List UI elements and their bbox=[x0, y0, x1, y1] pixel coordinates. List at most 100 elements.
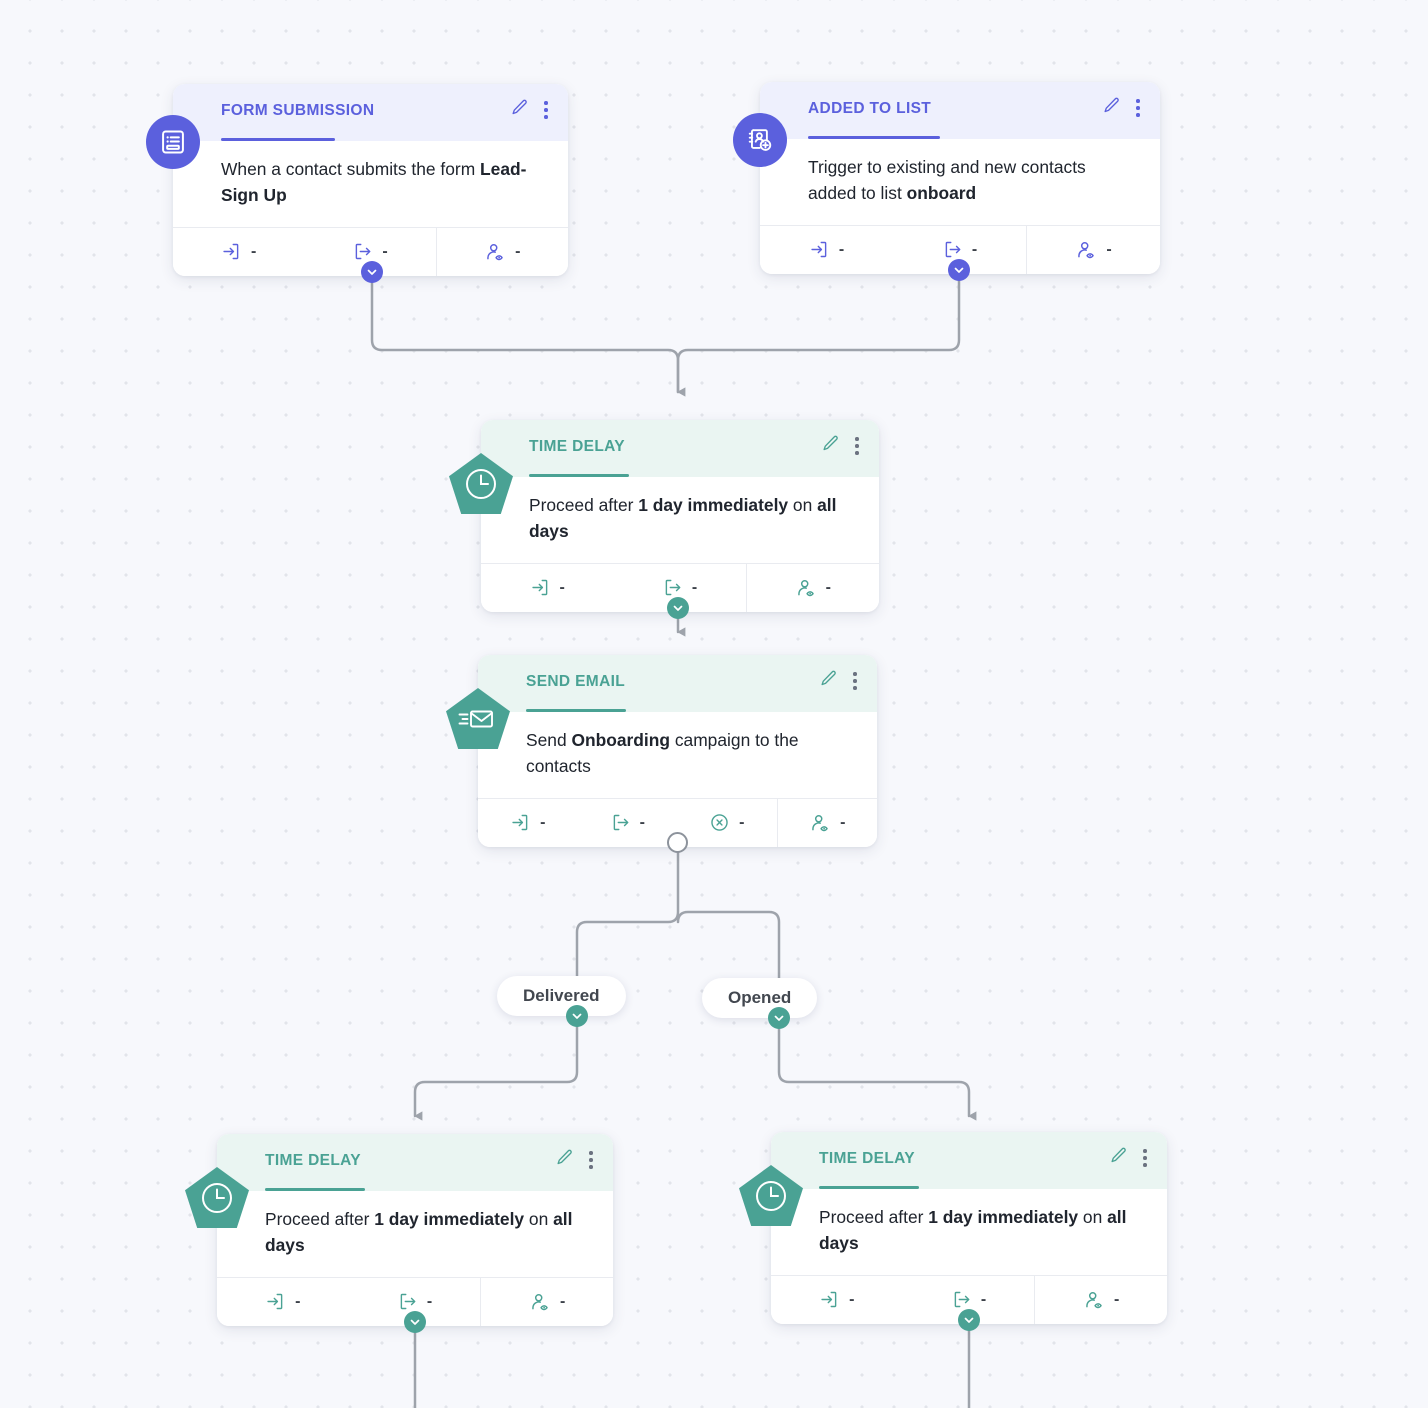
stat-contacts-entered[interactable]: - bbox=[481, 564, 613, 612]
node-title: SEND EMAIL bbox=[526, 673, 626, 690]
clock-icon bbox=[184, 1166, 250, 1229]
pencil-icon[interactable] bbox=[510, 98, 529, 122]
person-viewed-icon bbox=[487, 243, 503, 260]
node-description: Proceed after 1 day immediately on all d… bbox=[771, 1189, 1167, 1275]
send-email-icon bbox=[445, 687, 511, 750]
stat-contacts-entered[interactable]: - bbox=[478, 799, 578, 847]
enter-arrow-icon bbox=[811, 241, 827, 258]
node-title: FORM SUBMISSION bbox=[221, 102, 375, 119]
exit-arrow-icon bbox=[945, 241, 961, 258]
exit-arrow-icon bbox=[613, 814, 628, 831]
stat-contacts-exited[interactable]: - bbox=[578, 799, 678, 847]
exit-arrow-icon bbox=[400, 1293, 416, 1310]
stat-value: - bbox=[980, 1290, 987, 1308]
node-time-delay-delivered[interactable]: TIME DELAY Proceed after 1 day immediate… bbox=[185, 1134, 613, 1333]
node-header: FORM SUBMISSION bbox=[173, 84, 568, 141]
desc-prefix: Send bbox=[526, 730, 572, 750]
add-step-handle-form-submission[interactable] bbox=[361, 261, 383, 283]
stat-value: - bbox=[849, 1290, 855, 1308]
title-accent-bar bbox=[819, 1185, 919, 1189]
desc-strong: 1 day immediately bbox=[928, 1207, 1079, 1227]
stat-value: - bbox=[1114, 1290, 1120, 1308]
enter-arrow-icon bbox=[512, 814, 528, 831]
stat-value: - bbox=[540, 813, 546, 831]
desc-strong2: all days bbox=[529, 495, 837, 541]
person-viewed-icon bbox=[797, 579, 814, 596]
node-description: Proceed after 1 day immediately on all d… bbox=[217, 1191, 613, 1277]
desc-strong2: all days bbox=[819, 1207, 1127, 1253]
desc-strong: onboard bbox=[906, 182, 977, 203]
stat-contacts-viewed[interactable]: - bbox=[480, 1277, 613, 1326]
stat-value: - bbox=[559, 578, 565, 596]
node-form-submission[interactable]: FORM SUBMISSION When a contact submits t… bbox=[146, 84, 568, 283]
chevron-down-icon bbox=[954, 267, 964, 273]
desc-mid: on bbox=[524, 1209, 554, 1229]
desc-prefix: Proceed after bbox=[819, 1207, 929, 1227]
title-accent-bar bbox=[529, 473, 629, 477]
enter-arrow-icon bbox=[821, 1291, 837, 1308]
node-title: TIME DELAY bbox=[819, 1150, 915, 1167]
branch-label: Delivered bbox=[523, 986, 600, 1005]
pencil-icon[interactable] bbox=[819, 669, 838, 693]
stat-contacts-exited[interactable]: - bbox=[613, 564, 745, 612]
node-description: When a contact submits the form Lead-Sig… bbox=[173, 141, 568, 227]
add-step-handle-delivered[interactable] bbox=[566, 1005, 588, 1027]
stat-contacts-exited[interactable]: - bbox=[893, 226, 1026, 274]
pencil-icon[interactable] bbox=[555, 1148, 574, 1172]
node-time-delay-main[interactable]: TIME DELAY Proceed after 1 day immediate… bbox=[449, 420, 879, 619]
add-step-handle-added-to-list[interactable] bbox=[948, 259, 970, 281]
chevron-down-icon bbox=[410, 1319, 420, 1325]
branch-pill-delivered[interactable]: Delivered bbox=[497, 976, 626, 1016]
node-description: Proceed after 1 day immediately on all d… bbox=[481, 477, 879, 563]
stat-value: - bbox=[739, 813, 745, 831]
node-stats: - - - bbox=[217, 1276, 613, 1326]
pencil-icon[interactable] bbox=[1109, 1146, 1128, 1170]
more-vertical-icon[interactable] bbox=[541, 99, 551, 121]
stat-contacts-failed[interactable]: - bbox=[677, 799, 777, 847]
pencil-icon[interactable] bbox=[1102, 96, 1121, 120]
add-step-handle-time-delay-main[interactable] bbox=[667, 597, 689, 619]
form-list-icon bbox=[146, 115, 200, 169]
more-vertical-icon[interactable] bbox=[852, 435, 862, 457]
stat-contacts-exited[interactable]: - bbox=[304, 228, 435, 276]
add-step-handle-opened[interactable] bbox=[768, 1007, 790, 1029]
desc-prefix: Proceed after bbox=[265, 1209, 375, 1229]
desc-mid: on bbox=[788, 495, 818, 515]
branch-pill-opened[interactable]: Opened bbox=[702, 978, 818, 1018]
stat-contacts-entered[interactable]: - bbox=[173, 228, 304, 276]
stat-contacts-exited[interactable]: - bbox=[349, 1278, 481, 1326]
stat-contacts-viewed[interactable]: - bbox=[1034, 1275, 1167, 1324]
stat-value: - bbox=[691, 578, 698, 596]
person-viewed-icon bbox=[1078, 241, 1095, 258]
output-port-send-email[interactable] bbox=[667, 832, 688, 853]
stat-contacts-entered[interactable]: - bbox=[771, 1276, 903, 1324]
node-title: TIME DELAY bbox=[265, 1152, 361, 1169]
stat-contacts-entered[interactable]: - bbox=[760, 226, 893, 274]
stat-contacts-exited[interactable]: - bbox=[903, 1276, 1035, 1324]
pencil-icon[interactable] bbox=[821, 434, 840, 458]
node-time-delay-opened[interactable]: TIME DELAY Proceed after 1 day immediate… bbox=[739, 1132, 1167, 1331]
stat-value: - bbox=[382, 242, 388, 260]
stat-contacts-viewed[interactable]: - bbox=[1026, 225, 1160, 274]
desc-prefix: Trigger to existing and new contacts add… bbox=[808, 157, 1086, 203]
more-vertical-icon[interactable] bbox=[850, 670, 860, 692]
stat-value: - bbox=[639, 813, 645, 831]
more-vertical-icon[interactable] bbox=[586, 1149, 596, 1171]
node-header: SEND EMAIL bbox=[478, 655, 877, 712]
more-vertical-icon[interactable] bbox=[1140, 1147, 1150, 1169]
enter-arrow-icon bbox=[223, 243, 239, 260]
stat-contacts-entered[interactable]: - bbox=[217, 1278, 349, 1326]
desc-prefix: When a contact submits the form bbox=[221, 159, 481, 179]
node-added-to-list[interactable]: ADDED TO LIST Trigger to existing and ne… bbox=[733, 82, 1160, 281]
stat-contacts-viewed[interactable]: - bbox=[435, 227, 568, 276]
exit-arrow-icon bbox=[954, 1291, 970, 1308]
stat-value: - bbox=[1106, 240, 1112, 258]
more-vertical-icon[interactable] bbox=[1133, 97, 1143, 119]
desc-suffix: campaign to the contacts bbox=[526, 730, 799, 776]
add-step-handle-time-delay-delivered[interactable] bbox=[404, 1311, 426, 1333]
stat-contacts-viewed[interactable]: - bbox=[776, 798, 878, 847]
add-step-handle-time-delay-opened[interactable] bbox=[958, 1309, 980, 1331]
stat-contacts-viewed[interactable]: - bbox=[745, 563, 879, 612]
node-send-email[interactable]: SEND EMAIL Send Onboarding campaign to t… bbox=[446, 655, 878, 853]
